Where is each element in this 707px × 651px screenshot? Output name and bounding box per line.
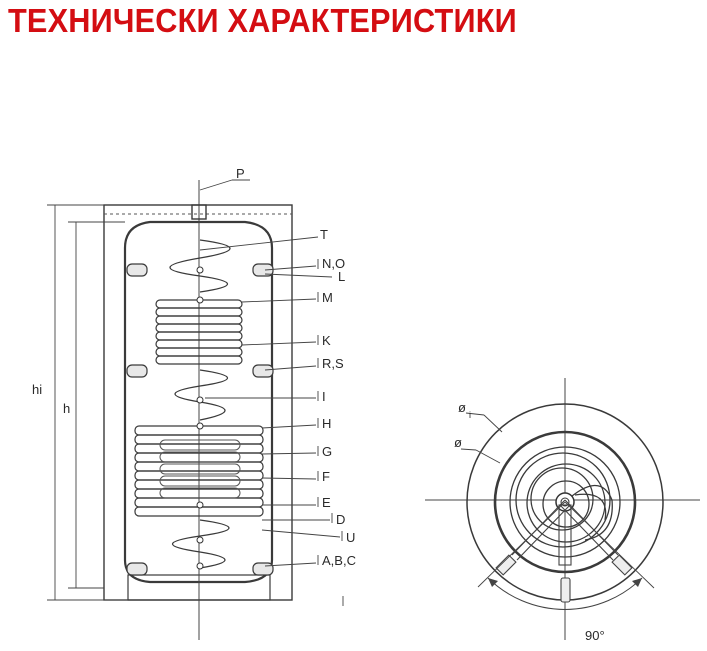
label-i: I [322,389,326,404]
angle-arrow-right [632,578,642,587]
label-e: E [322,495,331,510]
label-diameter-inner: ø [454,435,462,450]
angle-arrow-left [488,578,498,587]
port-right-no [252,263,274,277]
top-view: ø i ø 90° [425,378,700,643]
top-inner-vessel [493,430,637,574]
label-u: U [346,530,355,545]
label-h: h [63,401,70,416]
angle-ray-left [477,501,566,588]
top-radial-pipes [495,499,633,603]
label-f: F [322,469,330,484]
label-g: G [322,444,332,459]
label-h-port: H [322,416,331,431]
center-dots [196,266,204,570]
label-r-s: R,S [322,356,344,371]
label-t: T [320,227,328,242]
label-l: L [338,269,345,284]
label-m: M [322,290,333,305]
bottom-spiral [172,519,230,569]
angle-ray-right [564,501,655,589]
leader-lines [199,179,344,606]
angle-arc [487,577,643,610]
side-view: hi h P T N,O L M K R,S I H G F E D U A,B… [32,166,356,640]
top-spiral [169,239,231,293]
port-right-rs [252,364,274,378]
top-diameter-leaders [460,412,503,464]
label-diameter-outer: ø [458,400,466,415]
label-diameter-outer-sub: i [469,410,471,420]
label-angle: 90° [585,628,605,643]
port-left-abc [126,562,148,576]
label-n-o: N,O [322,256,345,271]
label-a-b-c: A,B,C [322,553,356,568]
top-connection-p [191,204,207,220]
port-left-no [126,263,148,277]
page-title: ТЕХНИЧЕСКИ ХАРАКТЕРИСТИКИ [8,2,517,39]
middle-spiral [174,369,228,421]
top-coil-spirals [509,446,621,558]
dimension-lines [47,204,128,601]
lower-inner-coil [159,439,241,499]
label-d: D [336,512,345,527]
label-p: P [236,166,245,181]
tank-inner-vessel [123,220,274,584]
label-k: K [322,333,331,348]
port-left-rs [126,364,148,378]
label-hi: hi [32,382,42,397]
port-right-abc [252,562,274,576]
side-ports [126,263,274,576]
